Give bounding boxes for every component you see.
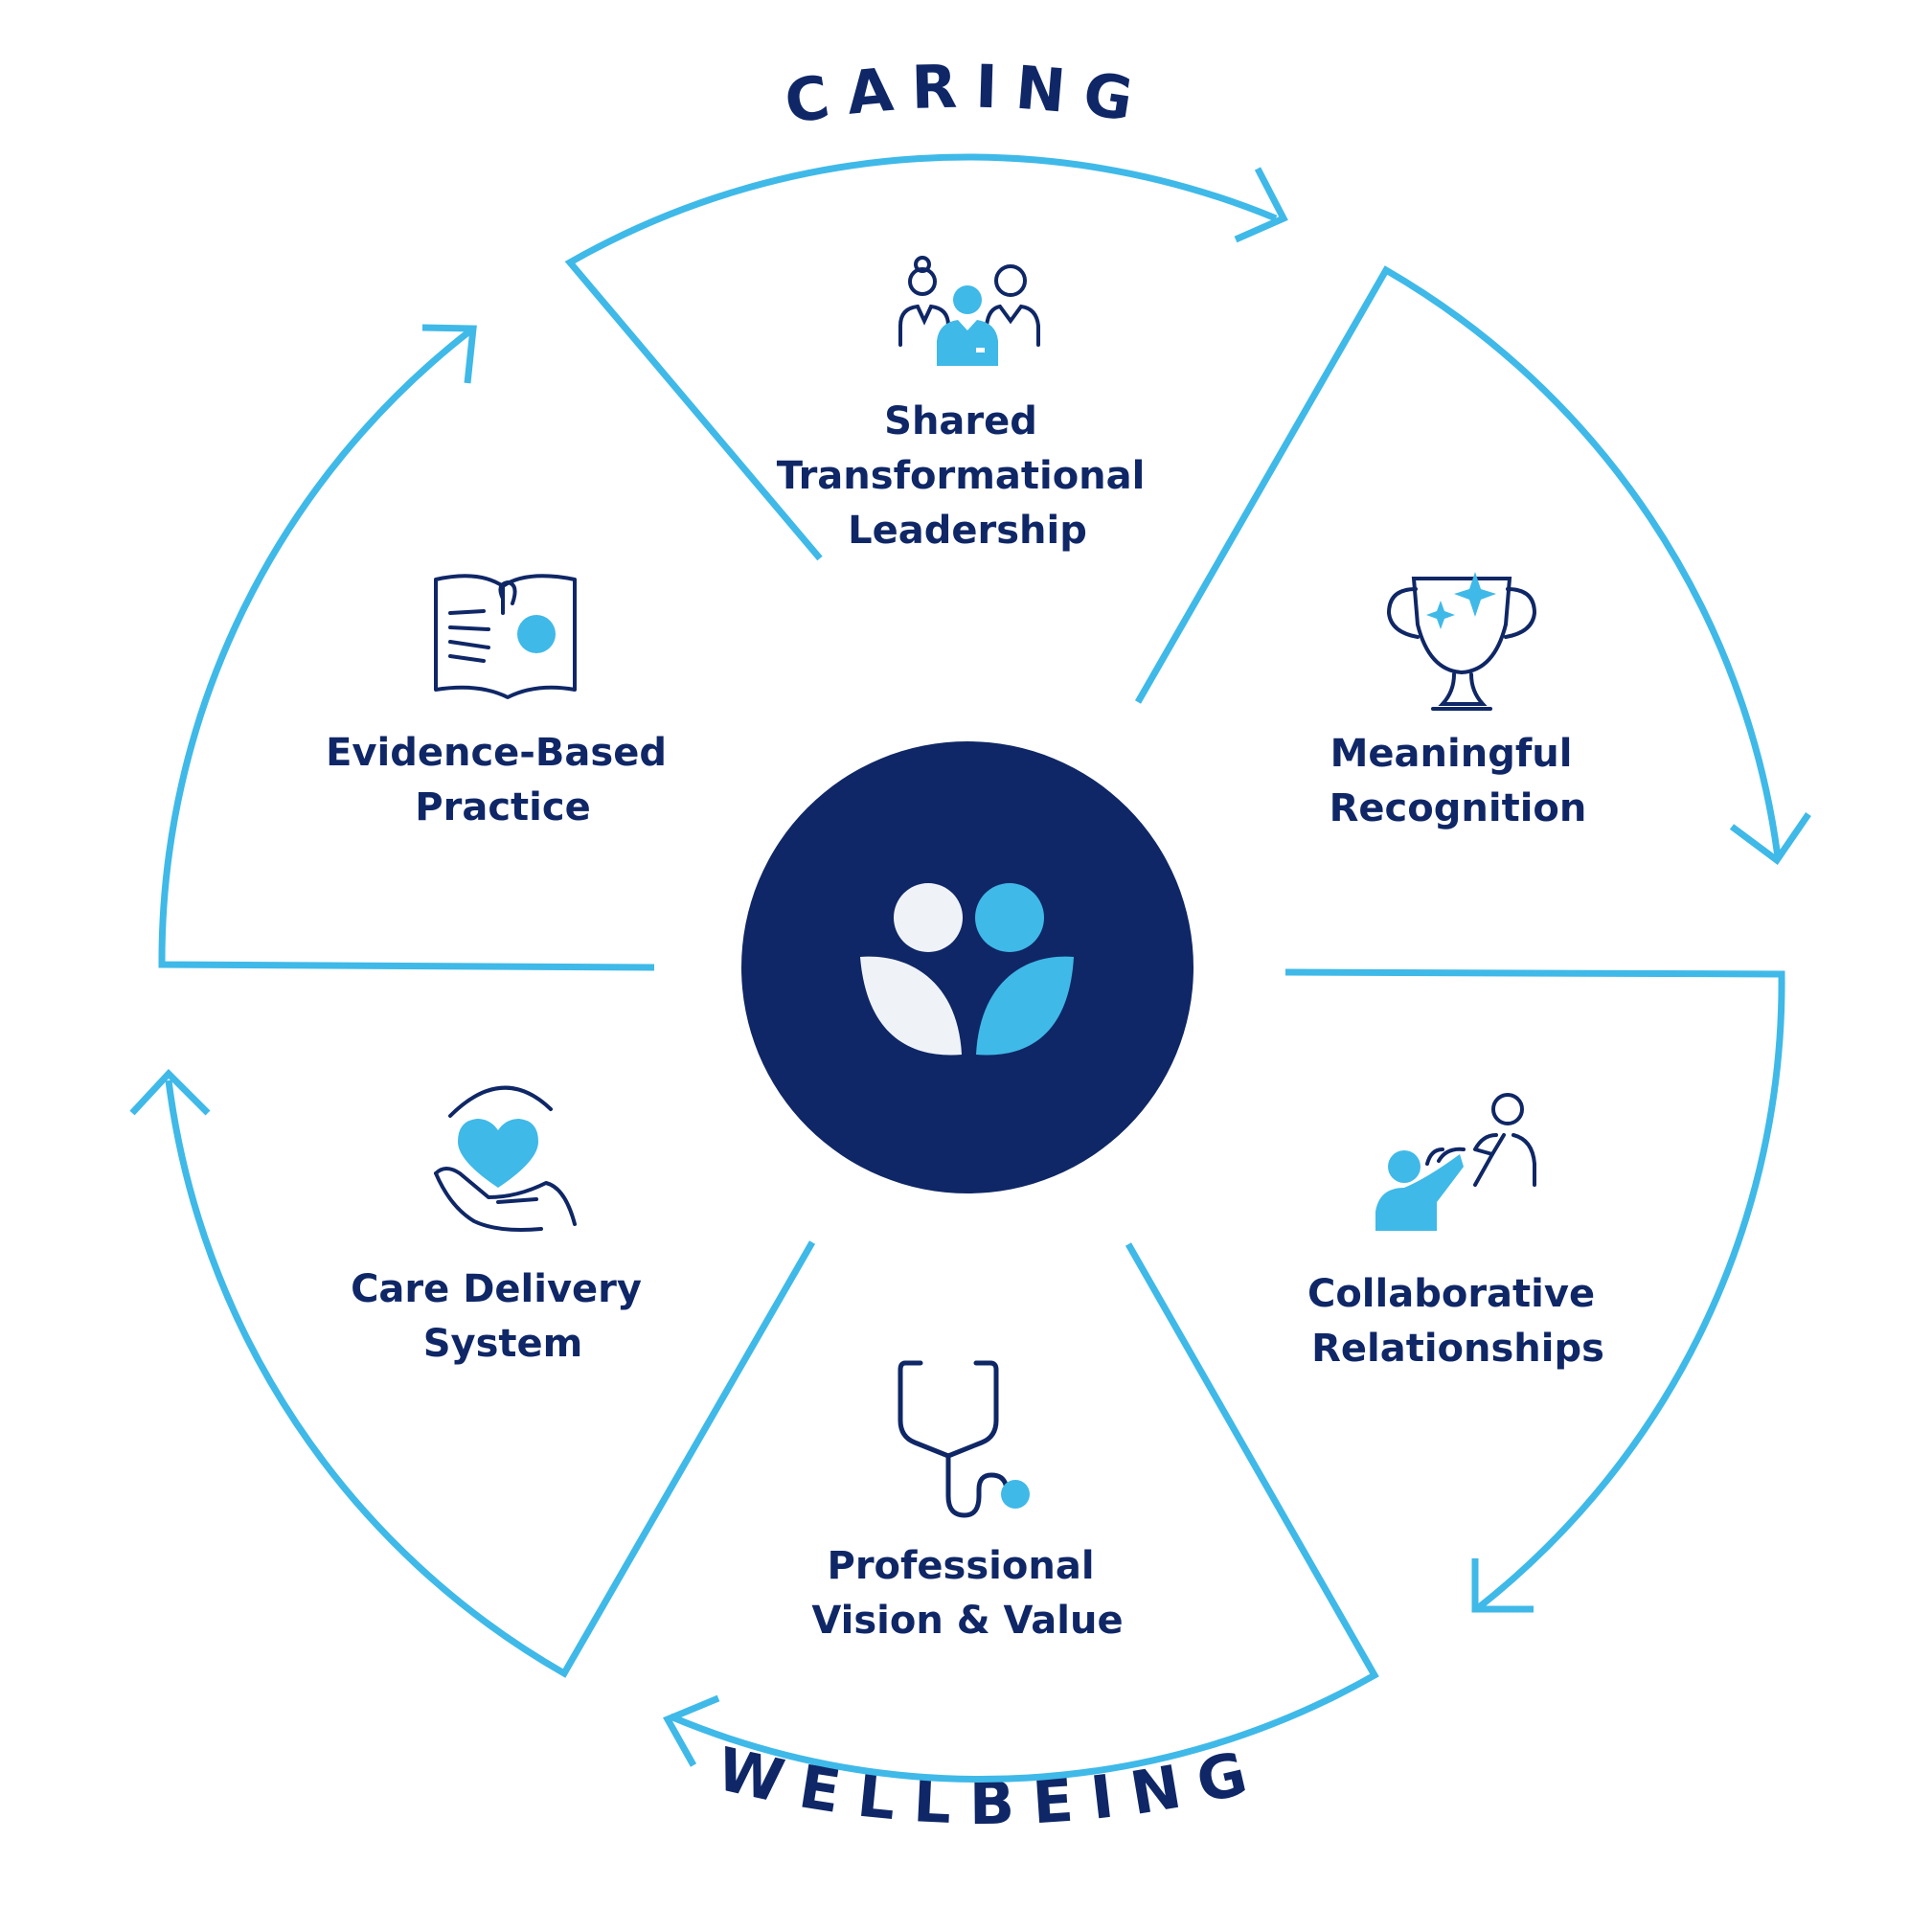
- arrow-upper-right: [1134, 265, 1782, 858]
- cycle-arrows: [129, 153, 1811, 1783]
- arrow-lower-left: [165, 1079, 816, 1678]
- helping-hand-people-icon: [1375, 1093, 1536, 1231]
- caring-arc-label: CARING: [780, 51, 1154, 137]
- arrowhead-lower-right: [1471, 1558, 1534, 1613]
- heart-in-hand-icon: [434, 1085, 577, 1232]
- arrowhead-upper-left: [421, 324, 477, 384]
- shared-leadership-label: Shared Transformational Leadership: [777, 399, 1159, 553]
- center-logo: [741, 741, 1193, 1193]
- center-circle: [741, 741, 1193, 1193]
- team-people-icon: [898, 256, 1040, 366]
- evidence-based-label: Evidence-Based Practice: [326, 731, 680, 829]
- stethoscope-icon: [898, 1360, 1030, 1518]
- care-delivery-label: Care Delivery System: [351, 1267, 655, 1366]
- arrowhead-top: [1234, 167, 1288, 243]
- open-book-icon: [434, 574, 577, 699]
- arrow-top: [564, 153, 1278, 561]
- trophy-icon: [1386, 572, 1537, 711]
- people-leaf-logo-icon: [860, 883, 1074, 1056]
- arrowhead-bottom: [663, 1694, 720, 1767]
- collaborative-relationships-label: Collaborative Relationships: [1307, 1272, 1608, 1371]
- arrow-lower-right: [1284, 968, 1785, 1610]
- meaningful-recognition-label: Meaningful Recognition: [1330, 732, 1587, 830]
- arrow-upper-left: [158, 326, 655, 971]
- arrowhead-upper-right: [1729, 812, 1811, 865]
- arrow-bottom: [669, 1242, 1379, 1783]
- arrowhead-lower-left: [129, 1068, 211, 1116]
- professional-vision-label: Professional Vision & Value: [811, 1544, 1123, 1643]
